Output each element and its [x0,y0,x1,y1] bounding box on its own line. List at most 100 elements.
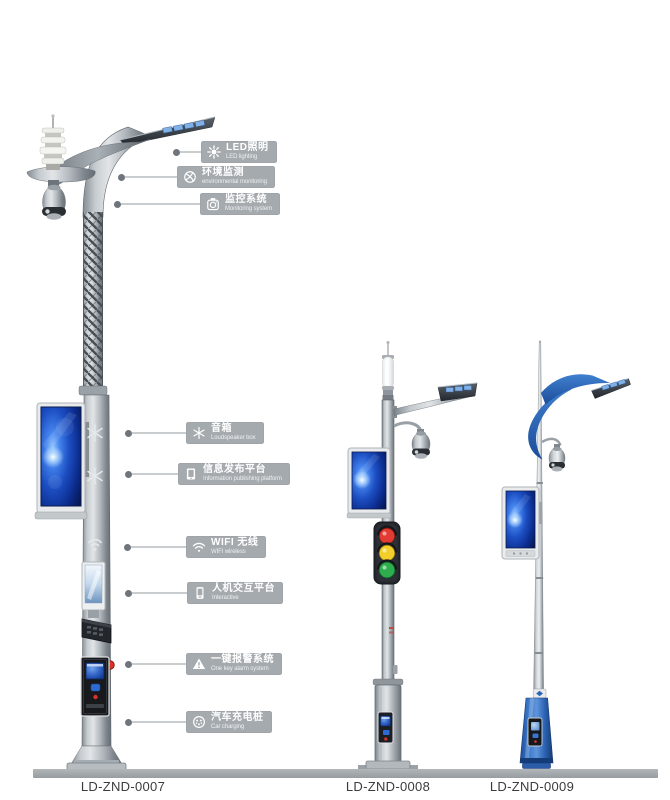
pole2-dome-camera [393,421,431,459]
leader-dot [125,660,132,668]
leader-line [132,473,178,475]
pole1-speaker-grille [87,424,103,485]
callout-en: Interactive [212,594,239,601]
leader-line [132,592,187,594]
interactive-kiosk-icon [193,586,207,600]
callout-zh: 人机交互平台 [212,583,275,595]
callout-zh: 汽车充电桩 [211,712,264,724]
callout-led-lighting: LED照明 LED lighting [173,141,277,163]
info-screen-icon [184,467,198,481]
pole3-collar [532,688,547,699]
led-lighting-icon [207,145,221,159]
callout-en: Car charging [211,723,245,730]
pole1-collar [78,385,108,396]
pole2-base [358,760,418,770]
pole2-mark2 [389,631,394,634]
leader-line [131,546,186,548]
pole1-sensor-platform [26,166,96,183]
callout-box: WIFI 无线 WIFI wireless [186,536,267,558]
pole3-info-display [501,486,542,560]
leader-dot [173,148,180,156]
pole1-info-display [34,402,89,520]
pole1-base [66,745,127,772]
pole2-collar [383,390,393,395]
callout-zh: 监控系统 [225,194,267,206]
environment-sensor-icon [183,170,197,184]
pole2-antenna [386,341,390,358]
callout-zh: 一键报警系统 [211,654,274,666]
callout-box: LED照明 LED lighting [201,141,277,163]
callout-environmental-monitoring: 环境监测 environmental monitoring [118,166,275,188]
leader-line [180,151,201,153]
leader-dot [124,543,131,551]
callout-en: Loudspeaker box [211,434,256,441]
pole1-lattice-section [83,212,103,392]
pole-illustration-ld-znd-0008 [346,341,478,770]
leader-dot [125,470,132,478]
leader-dot [114,200,121,208]
callout-en: LED lighting [226,153,258,160]
callout-wifi: WIFI 无线 WIFI wireless [124,536,267,558]
pole3-dome-camera [541,437,566,472]
model-label-2: LD-ZND-0008 [345,779,431,794]
pole2-led-lamp [437,382,478,402]
callout-zh: WIFI 无线 [211,537,259,549]
pole2-traffic-light [373,521,401,585]
pole1-led-lamp [119,116,216,146]
callout-alarm-system: 一键报警系统 One key alarm system [125,653,282,675]
pole3-swoosh-arm [528,374,610,460]
pole2-collar2 [382,395,394,400]
callout-box: 信息发布平台 Information publishing platform [178,463,290,485]
ev-charging-icon [192,715,206,729]
pole1-wifi-mark [87,538,103,551]
callout-car-charging: 汽车充电桩 Car charging [125,711,272,733]
pole1-weather-sensor [39,114,67,170]
callout-box: 人机交互平台 Interactive [187,582,283,604]
callout-en: environmental monitoring [202,178,267,185]
pole1-ev-charging-panel [80,656,110,717]
leader-dot [118,173,125,181]
pole3-cone-base [519,697,554,769]
wifi-icon [192,540,206,554]
loudspeaker-icon [192,426,206,440]
pole-illustration-ld-znd-0007 [26,114,216,772]
leader-line [121,203,200,205]
callout-box: 音箱 Loudspeaker box [186,422,264,444]
callout-box: 监控系统 Monitoring system [200,193,280,215]
pole-illustration-ld-znd-0009 [501,340,631,769]
leader-line [132,663,186,665]
pole2-mark [389,627,394,629]
leader-line [132,721,186,723]
pole1-dome-camera [42,180,66,220]
callout-en: Information publishing platform [203,475,282,482]
cctv-camera-icon [206,197,220,211]
callout-box: 环境监测 environmental monitoring [177,166,275,188]
callout-box: 一键报警系统 One key alarm system [186,653,282,675]
callout-monitoring-system: 监控系统 Monitoring system [114,193,280,215]
leader-dot [125,429,132,437]
alarm-warning-icon [192,657,206,671]
leader-line [125,176,177,178]
model-label-3: LD-ZND-0009 [489,779,575,794]
callout-en: One key alarm system [211,665,269,672]
leader-line [132,432,186,434]
leader-dot [125,718,132,726]
pole1-interactive-kiosk [81,561,112,644]
callout-en: Monitoring system [225,205,272,212]
callout-box: 汽车充电桩 Car charging [186,711,272,733]
pole2-info-display [346,447,392,519]
pole2-tube-light [382,355,394,390]
callout-zh: 信息发布平台 [203,464,266,476]
pole2-control-cabinet [372,678,404,763]
model-label-1: LD-ZND-0007 [80,779,166,794]
callout-info-publishing: 信息发布平台 Information publishing platform [125,463,290,485]
leader-dot [125,589,132,597]
pole2-junction-tag [393,665,398,674]
ground-bar [33,769,658,778]
callout-zh: LED照明 [226,142,269,154]
callout-interactive: 人机交互平台 Interactive [125,582,283,604]
pole3-led-lamp [591,378,631,399]
callout-loudspeaker: 音箱 Loudspeaker box [125,422,264,444]
callout-zh: 环境监测 [202,167,244,179]
